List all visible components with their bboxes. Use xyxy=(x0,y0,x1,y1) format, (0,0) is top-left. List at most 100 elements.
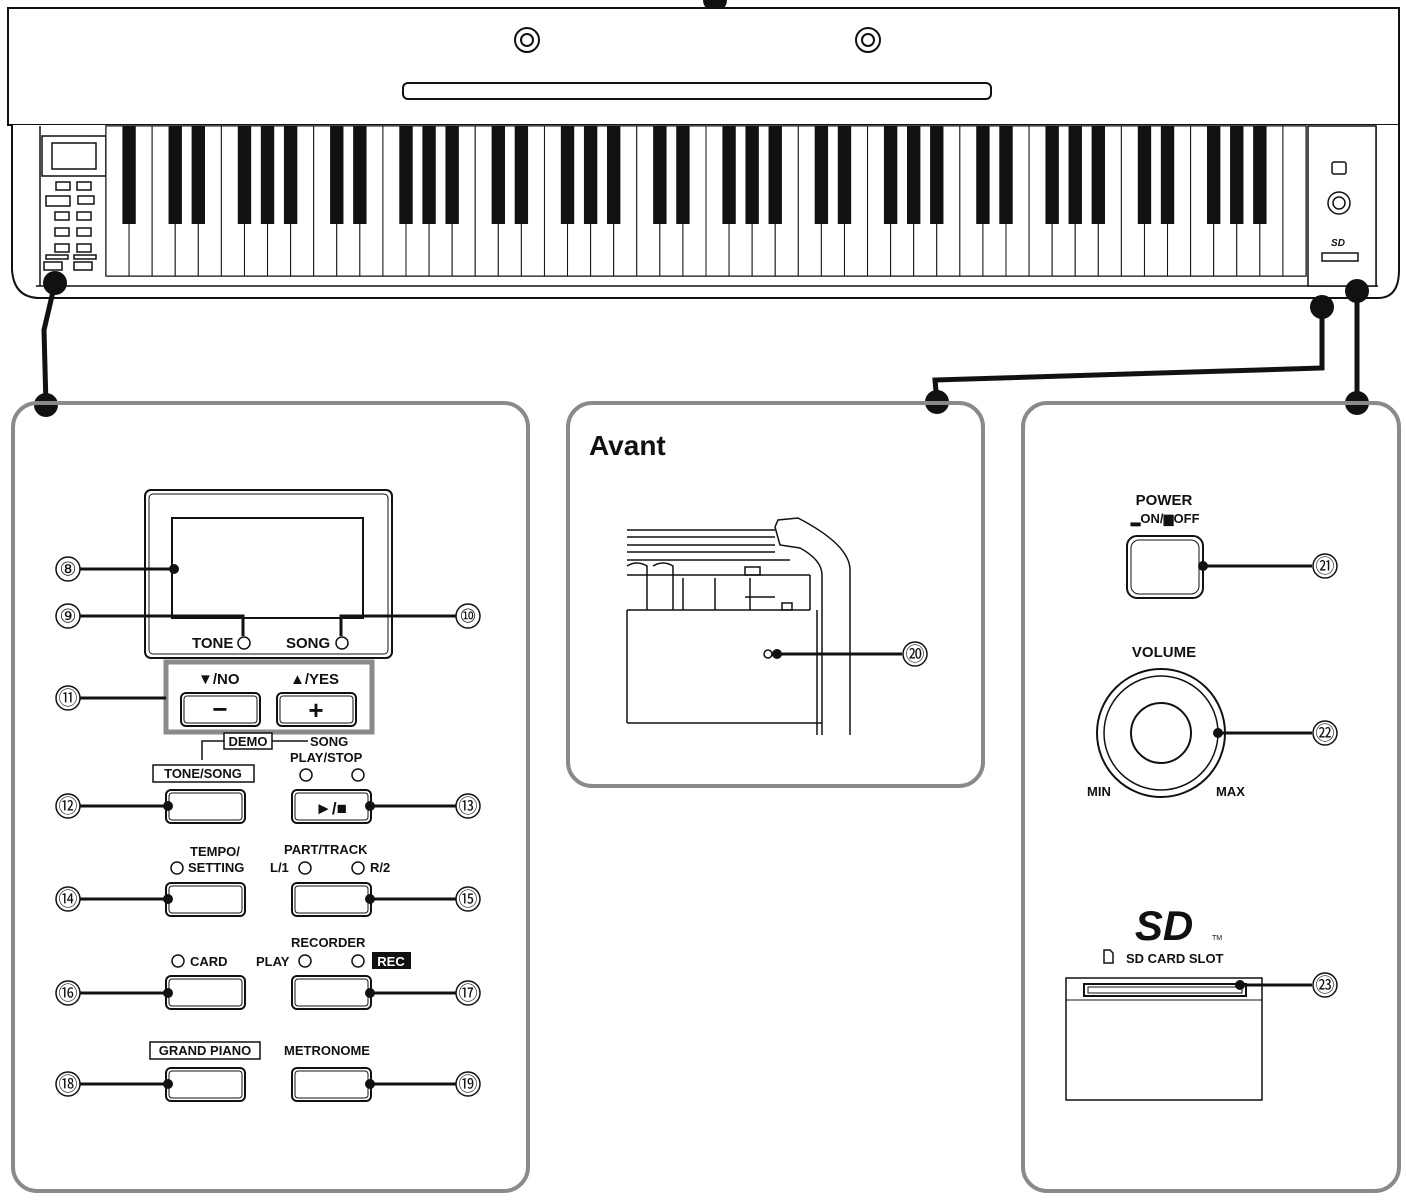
black-key xyxy=(837,126,852,224)
callout-19: ⑲ xyxy=(458,1074,477,1096)
sd-tm: TM xyxy=(1212,935,1222,942)
black-key xyxy=(1091,126,1105,224)
white-key xyxy=(1282,125,1307,277)
black-key xyxy=(1068,126,1082,224)
black-key xyxy=(883,126,898,224)
tempo-setting-button[interactable] xyxy=(165,882,246,917)
black-key xyxy=(422,126,436,224)
callout-18: ⑱ xyxy=(58,1074,77,1096)
grand-piano-label: GRAND PIANO xyxy=(159,1043,251,1058)
tempo-led xyxy=(170,861,184,875)
metronome-label: METRONOME xyxy=(284,1043,370,1058)
tone-song-label: TONE/SONG xyxy=(164,766,242,781)
black-key xyxy=(353,126,367,224)
mini-sd-logo: SD xyxy=(1331,238,1345,249)
tone-label: TONE xyxy=(192,635,233,652)
song-led xyxy=(335,636,349,650)
l1-label: L/1 xyxy=(270,860,289,875)
callout-10: ⑩ xyxy=(459,607,476,628)
volume-knob[interactable] xyxy=(1096,668,1226,798)
rec-led xyxy=(351,954,365,968)
demo-label: DEMO xyxy=(229,734,268,749)
plus-glyph: + xyxy=(308,695,323,725)
on-off-label: ▂ON/▆OFF xyxy=(1129,511,1199,527)
yes-label: ▲/YES xyxy=(290,671,339,688)
tempo-label: TEMPO/ xyxy=(190,844,240,859)
part-track-button[interactable] xyxy=(291,882,372,917)
callout-16: ⑯ xyxy=(58,983,77,1005)
recorder-button[interactable] xyxy=(291,975,372,1010)
tone-led xyxy=(237,636,251,650)
card-button[interactable] xyxy=(165,975,246,1010)
mini-control-panel xyxy=(41,135,107,271)
max-label: MAX xyxy=(1216,784,1245,799)
callout-11: ⑪ xyxy=(58,688,77,710)
play-stop-button[interactable]: ►/■ xyxy=(291,789,372,824)
play-label: PLAY xyxy=(256,954,290,969)
black-key xyxy=(283,126,298,224)
recorder-label: RECORDER xyxy=(291,935,366,950)
no-label: ▼/NO xyxy=(198,671,240,688)
black-key xyxy=(768,126,782,224)
tone-song-button[interactable] xyxy=(165,789,246,824)
metronome-button[interactable] xyxy=(291,1067,372,1102)
right-panel-frame xyxy=(1021,401,1401,1193)
black-key xyxy=(168,126,182,224)
black-key xyxy=(676,126,690,224)
black-key xyxy=(722,126,736,224)
part-track-label: PART/TRACK xyxy=(284,842,368,857)
left-panel-frame xyxy=(11,401,530,1193)
keyboard xyxy=(105,125,1307,277)
callout-12: ⑫ xyxy=(58,796,77,818)
sd-logo: SD xyxy=(1135,902,1193,949)
callout-13: ⑬ xyxy=(458,796,477,818)
black-key xyxy=(1045,126,1059,224)
volume-label: VOLUME xyxy=(1132,644,1196,661)
plus-yes-button[interactable]: + xyxy=(276,692,357,727)
black-key xyxy=(1160,126,1175,224)
black-key xyxy=(976,126,990,224)
minus-no-button[interactable]: − xyxy=(180,692,261,727)
l1-led xyxy=(298,861,312,875)
callout-21: ㉑ xyxy=(1315,556,1334,578)
song-label: SONG xyxy=(286,635,330,652)
black-key xyxy=(814,126,829,224)
callout-14: ⑭ xyxy=(58,889,77,911)
music-rest-screw-right xyxy=(855,27,881,53)
play-stop-glyph: ►/■ xyxy=(315,799,347,818)
rec-label: REC xyxy=(377,954,405,969)
lcd-display xyxy=(171,517,364,619)
black-key xyxy=(560,126,575,224)
power-button[interactable] xyxy=(1126,535,1204,599)
r2-led xyxy=(351,861,365,875)
play-stop-led-right xyxy=(351,768,365,782)
min-label: MIN xyxy=(1087,784,1111,799)
r2-label: R/2 xyxy=(370,860,390,875)
black-key xyxy=(583,126,598,224)
callout-20: ⑳ xyxy=(905,644,924,666)
play-stop-led-left xyxy=(299,768,313,782)
black-key xyxy=(237,126,252,224)
black-key xyxy=(191,126,205,224)
grand-piano-button[interactable] xyxy=(165,1067,246,1102)
callout-23: ㉓ xyxy=(1315,975,1334,997)
callout-17: ⑰ xyxy=(458,983,477,1005)
sd-card-icon xyxy=(1103,949,1114,964)
mini-right-panel xyxy=(1307,125,1377,287)
power-label: POWER xyxy=(1136,492,1193,509)
sd-card-slot[interactable] xyxy=(1065,977,1263,1101)
callout-9: ⑨ xyxy=(59,607,76,628)
card-label: CARD xyxy=(190,954,228,969)
minus-glyph: − xyxy=(212,694,227,724)
black-key xyxy=(445,126,459,224)
setting-label: SETTING xyxy=(188,860,244,875)
black-key xyxy=(260,126,275,224)
center-panel: Avant ⑳ xyxy=(589,430,928,735)
music-rest-screw-left xyxy=(514,27,540,53)
headphone-jack xyxy=(763,649,773,659)
black-key xyxy=(330,126,344,224)
black-key xyxy=(607,126,621,224)
black-key xyxy=(653,126,667,224)
black-key xyxy=(1230,126,1244,224)
